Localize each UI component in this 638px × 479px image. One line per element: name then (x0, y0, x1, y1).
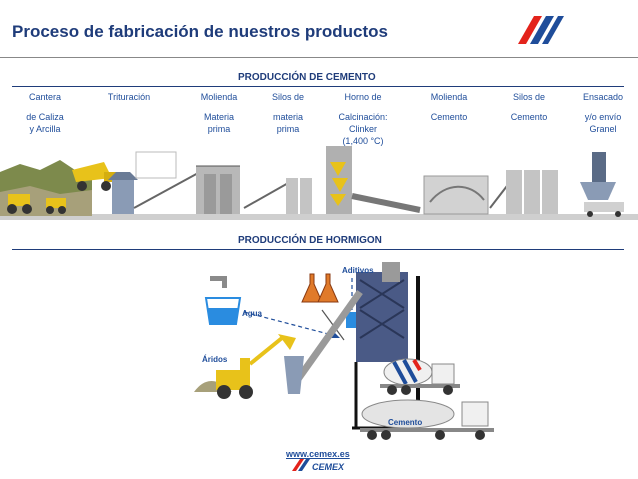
info-sign-icon (135, 151, 177, 179)
step-line: materia (272, 112, 303, 122)
raw-mill-icon (196, 165, 240, 214)
dump-truck-icon (72, 162, 116, 191)
water-flow-arrow (243, 311, 337, 337)
step-trituracion: Trituración (96, 91, 162, 103)
ground-strip (0, 214, 638, 220)
concrete-section-divider (12, 249, 624, 250)
step-line: Molienda (200, 92, 238, 102)
cement-silos-icon (489, 170, 558, 214)
dispatch-icon (580, 152, 624, 217)
step-silos-cemento: Silos de (502, 91, 556, 103)
step-line: Horno de (344, 92, 382, 102)
label-cemento: Cemento (388, 418, 423, 427)
footer-url-link[interactable]: www.cemex.es (286, 449, 350, 459)
step-line: (1,400 °C) (342, 136, 384, 146)
cemex-logo-icon (518, 16, 564, 44)
rotary-kiln-icon (351, 193, 421, 213)
step-line: Granel (589, 124, 617, 134)
kiln-tower-icon (326, 146, 352, 214)
step-line: Cantera (28, 92, 62, 102)
quarry-icon (0, 160, 92, 216)
wheel-loader-icon (194, 334, 296, 399)
aggregate-hopper-icon (284, 356, 304, 394)
raw-silos-icon (286, 178, 312, 214)
step-line: Materia (203, 112, 234, 122)
conveyor-icon (243, 181, 291, 209)
step-line: prima (276, 124, 300, 134)
faucet-icon (210, 276, 227, 288)
cement-mill-icon (423, 175, 489, 215)
cement-section-heading: PRODUCCIÓN DE CEMENTO (238, 72, 376, 83)
conveyor-icon (133, 171, 201, 209)
additive-flasks-icon (301, 273, 339, 303)
concrete-process-illustration (194, 262, 494, 440)
step-line: Calcinación: (338, 112, 388, 122)
step-molienda-cemento-detail: Cemento (420, 111, 478, 123)
crusher-icon (108, 172, 138, 214)
step-line: y Arcilla (29, 124, 61, 134)
step-ensacado-detail: y/o envío Granel (574, 111, 632, 135)
label-aridos: Áridos (202, 355, 228, 364)
concrete-section-heading: PRODUCCIÓN DE HORMIGON (238, 235, 382, 246)
step-line: de Caliza (26, 112, 64, 122)
header-divider (0, 57, 638, 58)
step-line: Cemento (430, 112, 468, 122)
step-line: Ensacado (582, 92, 624, 102)
step-line: prima (207, 124, 231, 134)
step-molienda-cemento: Molienda (420, 91, 478, 103)
mixer-truck-icon (380, 358, 460, 395)
step-ensacado: Ensacado (574, 91, 632, 103)
step-silos-cemento-detail: Cemento (502, 111, 556, 123)
step-silos-materia: Silos de (262, 91, 314, 103)
cement-process-illustration (0, 146, 638, 220)
step-silos-materia-detail: materia prima (262, 111, 314, 135)
step-line: Clinker (348, 124, 377, 134)
step-horno-detail: Calcinación: Clinker (1,400 °C) (328, 111, 398, 147)
cement-tanker-icon (360, 399, 494, 440)
step-line: Cemento (510, 112, 548, 122)
water-bucket-icon (204, 297, 242, 325)
step-molienda-materia: Molienda (190, 91, 248, 103)
step-cantera-detail: de Caliza y Arcilla (18, 111, 72, 135)
label-aditivos: Aditivos (342, 266, 374, 275)
cement-section-divider (12, 86, 624, 87)
label-agua: Agua (242, 309, 262, 318)
step-horno: Horno de (328, 91, 398, 103)
step-line: Silos de (271, 92, 305, 102)
step-line: y/o envío (584, 112, 622, 122)
step-line: Silos de (512, 92, 546, 102)
footer-logo-icon (292, 459, 310, 471)
aggregate-conveyor-icon (293, 289, 363, 385)
page-title: Proceso de fabricación de nuestros produ… (12, 22, 388, 41)
step-cantera: Cantera (18, 91, 72, 103)
step-line: Trituración (107, 92, 151, 102)
step-molienda-materia-detail: Materia prima (190, 111, 248, 135)
footer-brand: CEMEX (312, 462, 345, 472)
step-line: Molienda (430, 92, 468, 102)
